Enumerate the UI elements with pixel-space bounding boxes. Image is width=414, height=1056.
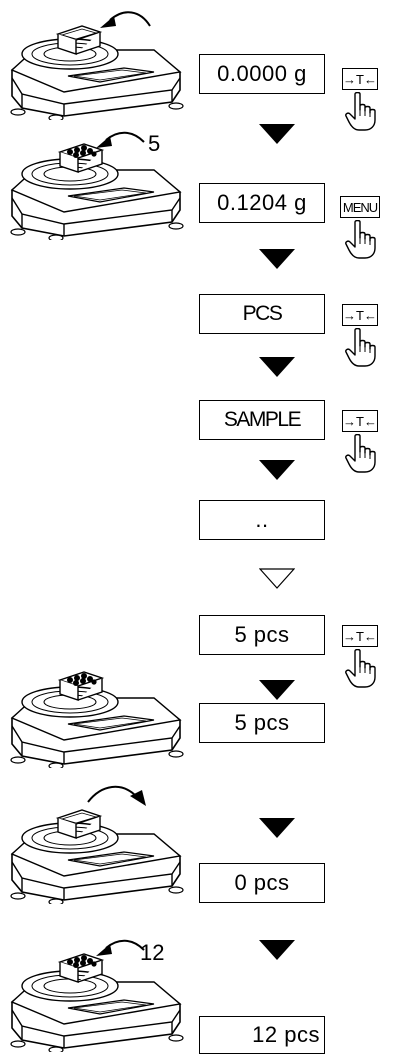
tare-key[interactable]: →T← [342,410,378,432]
mode-display: PCS [199,294,325,334]
pointing-hand-icon [345,434,379,474]
container-with-samples-icon [56,668,106,702]
pointing-hand-icon [345,328,379,368]
tare-key[interactable]: →T← [342,68,378,90]
pointing-hand-icon [345,92,379,132]
menu-key[interactable]: MENU [340,196,380,218]
down-triangle-icon [259,249,295,269]
weight-display: 0.1204 g [199,183,325,223]
down-triangle-icon [259,680,295,700]
placing-arrow-icon [100,11,151,28]
pointing-hand-icon [345,649,379,689]
mode-display: SAMPLE [199,400,325,440]
count-display: 5 pcs [199,703,325,743]
down-triangle-icon [259,818,295,838]
adding-samples-arrow-icon [96,939,145,956]
removing-arrow-icon [87,786,146,806]
progress-display: .. [199,500,325,540]
tare-key[interactable]: →T← [342,304,378,326]
down-triangle-icon [259,357,295,377]
down-triangle-icon [259,124,295,144]
count-display: 12 pcs [199,1016,325,1054]
sample-count-label: 5 [148,131,161,156]
down-triangle-icon [259,940,295,960]
down-triangle-icon [259,460,295,480]
tare-key[interactable]: →T← [342,625,378,647]
pointing-hand-icon [345,220,379,260]
down-triangle-outline-icon [259,568,295,589]
count-display: 5 pcs [199,615,325,655]
adding-samples-arrow-icon [96,131,145,148]
sample-count-label: 12 [140,940,165,965]
weight-display: 0.0000 g [199,54,325,94]
count-display: 0 pcs [199,863,325,903]
